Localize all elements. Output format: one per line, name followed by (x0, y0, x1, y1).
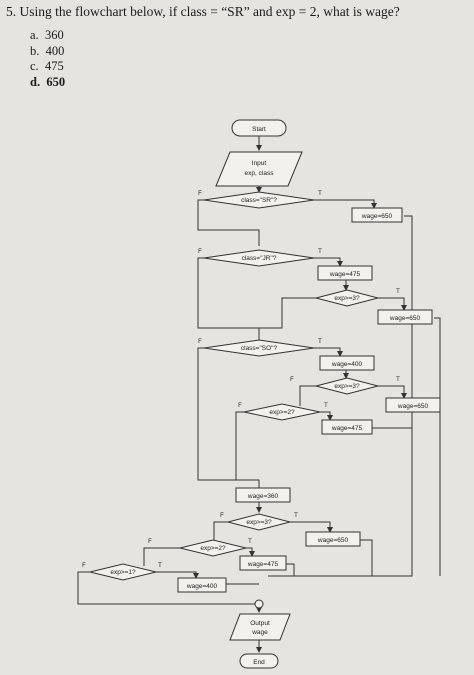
dec-exp1-label: exp>=1? (110, 569, 136, 576)
input-parallelogram (215, 151, 303, 187)
branch-t: T (318, 249, 322, 255)
decision-class-sr (203, 191, 315, 209)
decision-exp-ge-3-c (227, 513, 291, 531)
input-label-2: exp, class (245, 170, 275, 177)
branch-t: T (248, 539, 252, 545)
decision-class-jr (203, 249, 315, 267)
branch-t: T (396, 377, 400, 383)
wage-360-label: wage=360 (247, 493, 279, 500)
option-d[interactable]: d. 650 (30, 74, 66, 89)
option-a[interactable]: a. 360 (30, 28, 64, 42)
start-label: Start (252, 126, 266, 133)
process-wage-475-b (321, 419, 373, 435)
option-c[interactable]: c. 475 (30, 59, 64, 73)
dec-exp2-a-label: exp>=2? (269, 409, 295, 416)
question-prompt: Using the flowchart below, if class = “S… (19, 4, 400, 19)
branch-f: F (220, 513, 224, 519)
process-wage-475-c (239, 555, 287, 571)
branch-f: F (148, 539, 152, 545)
end-label: End (253, 659, 265, 666)
branch-f: F (198, 339, 202, 345)
output-parallelogram (229, 613, 291, 641)
decision-exp-ge-3-a (315, 289, 379, 307)
process-wage-650-d (305, 531, 361, 547)
output-label-2: wage (251, 629, 268, 636)
branch-f: F (290, 377, 294, 383)
branch-t: T (294, 513, 298, 519)
branch-t: T (324, 403, 328, 409)
process-wage-650-a (351, 207, 403, 223)
decision-exp-ge-1 (89, 563, 157, 581)
process-wage-360 (235, 487, 291, 503)
answer-options: a. 360 b. 400 c. 475 d. 650 (30, 28, 65, 90)
wage-650-b-label: wage=650 (389, 315, 421, 322)
wage-475-b-label: wage=475 (331, 425, 363, 432)
wage-650-a-label: wage=650 (361, 213, 393, 220)
decision-exp-ge-2-b (179, 539, 247, 557)
branch-f: F (238, 403, 242, 409)
dec-so-label: class="SO"? (241, 345, 278, 352)
start-terminal (231, 119, 287, 137)
branch-t: T (396, 289, 400, 295)
dec-jr-label: class="JR"? (242, 255, 277, 262)
branch-f: F (198, 249, 202, 255)
decision-exp-ge-3-b (315, 377, 379, 395)
branch-f: F (82, 563, 86, 569)
dec-exp3-a-label: exp>=3? (334, 295, 360, 302)
question-text: 5. Using the flowchart below, if class =… (6, 4, 470, 20)
dec-exp3-b-label: exp>=3? (334, 383, 360, 390)
flowchart-diagram: Start Input exp, class class="SR"? wage=… (77, 119, 441, 669)
end-terminal (239, 653, 279, 669)
branch-f: F (198, 191, 202, 197)
wage-400-a-label: wage=400 (331, 361, 363, 368)
branch-t: T (318, 191, 322, 197)
branch-t: T (318, 339, 322, 345)
process-wage-400-a (319, 355, 375, 371)
question-number: 5. (6, 4, 17, 19)
dec-exp2-b-label: exp>=2? (200, 545, 226, 552)
wage-475-a-label: wage=475 (329, 271, 361, 278)
wage-400-b-label: wage=400 (186, 583, 218, 590)
wage-650-c-label: wage=650 (397, 403, 429, 410)
decision-class-so (203, 339, 315, 357)
process-wage-650-c (385, 397, 441, 413)
process-wage-400-b (177, 577, 227, 593)
decision-exp-ge-2-a (243, 403, 321, 421)
wage-475-c-label: wage=475 (247, 561, 279, 568)
option-b[interactable]: b. 400 (30, 43, 65, 58)
flowchart-area: Start Input exp, class class="SR"? wage=… (0, 108, 474, 670)
wage-650-d-label: wage=650 (317, 537, 349, 544)
dec-exp3-c-label: exp>=3? (246, 519, 272, 526)
process-wage-475-a (317, 265, 373, 281)
output-label-1: Output (250, 620, 270, 627)
process-wage-650-b (377, 309, 433, 325)
dec-sr-label: class="SR"? (241, 197, 277, 204)
branch-t: T (158, 563, 162, 569)
merge-connector (254, 599, 264, 609)
input-label-1: Input (252, 160, 267, 167)
